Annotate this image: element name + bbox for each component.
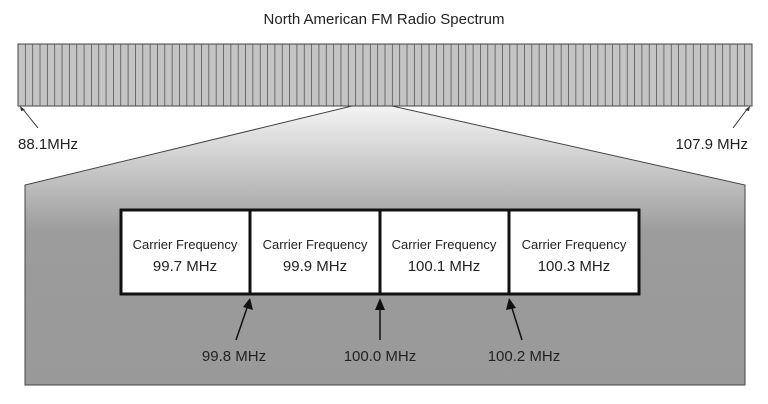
- carrier-label: Carrier Frequency: [392, 237, 497, 252]
- boundary-label: 99.8 MHz: [202, 348, 266, 365]
- diagram-title: North American FM Radio Spectrum: [264, 11, 505, 28]
- boundary-label: 100.0 MHz: [344, 348, 417, 365]
- carrier-boxes: Carrier Frequency 99.7 MHz Carrier Frequ…: [119, 208, 641, 296]
- carrier-label: Carrier Frequency: [263, 237, 368, 252]
- carrier-value: 100.1 MHz: [408, 258, 481, 275]
- carrier-label: Carrier Frequency: [133, 237, 238, 252]
- carrier-value: 99.7 MHz: [153, 258, 217, 275]
- end-arrow: [732, 107, 749, 129]
- end-arrowhead: [745, 106, 750, 111]
- boundary-label: 100.2 MHz: [488, 348, 561, 365]
- start-arrow: [21, 107, 39, 129]
- boundary-arrows: [235, 298, 523, 341]
- start-frequency-label: 88.1MHz: [18, 136, 78, 153]
- carrier-value: 100.3 MHz: [538, 258, 611, 275]
- carrier-value: 99.9 MHz: [283, 258, 347, 275]
- carrier-label: Carrier Frequency: [522, 237, 627, 252]
- end-frequency-label: 107.9 MHz: [675, 136, 748, 153]
- start-arrowhead: [20, 106, 25, 111]
- channel-stripes: [24, 44, 746, 106]
